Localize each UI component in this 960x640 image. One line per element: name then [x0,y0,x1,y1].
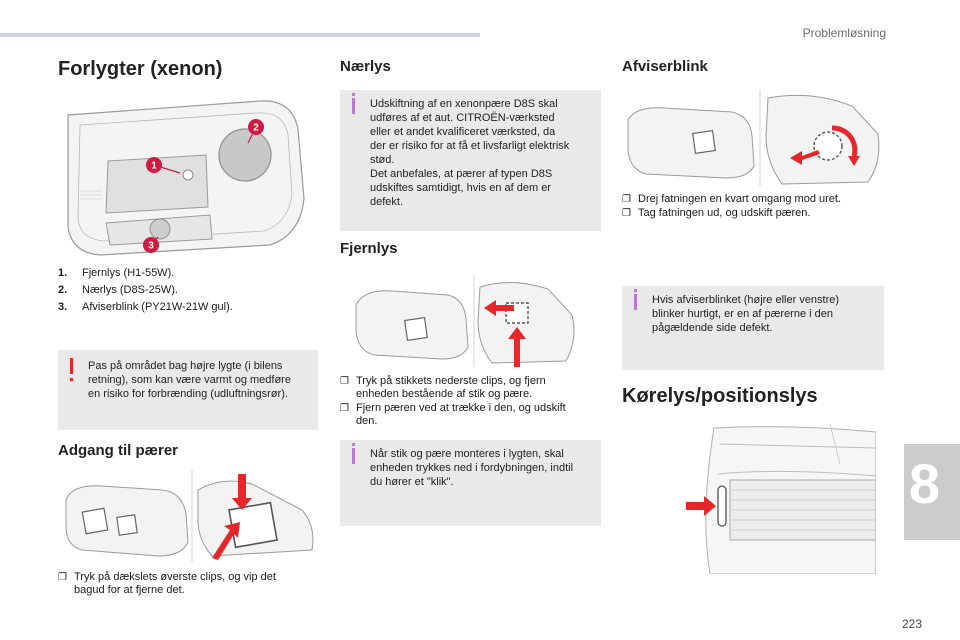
warning-line: en risiko for forbrænding (udluftningsrø… [88,388,288,400]
checkbox-bullet-icon: ❐ [622,208,631,219]
info-icon [352,443,355,464]
bulb-access-drawing [65,470,314,562]
note-line: pågældende side defekt. [652,322,773,334]
step-line: Tryk på stikkets nederste clips, og fjer… [356,375,546,387]
callout-3: 3 [148,241,154,252]
step-item: ❐ Tryk på stikkets nederste clips, og fj… [340,375,602,401]
note-line: enheden trykkes ned i fordybningen, indt… [370,462,574,474]
note-line: der er risiko for at få et livsfarligt e… [370,140,570,152]
note-line: udføres af et aut. CITROËN-værksted [370,112,555,124]
access-steps: ❐ Tryk på dækslets øverste clips, og vip… [58,571,318,598]
warning-icon [70,358,73,374]
warning-icon-dot [70,378,73,381]
step-item: ❐ Tag fatningen ud, og udskift pæren. [622,207,884,220]
chapter-number: 8 [908,452,940,515]
note-line: Når stik og pære monteres i lygten, skal [370,448,564,460]
header-bar [0,33,480,37]
step-line: enheden bestående af stik og pære. [356,388,533,400]
info-box-high-beam: Når stik og pære monteres i lygten, skal… [340,440,601,526]
checkbox-bullet-icon: ❐ [340,376,349,387]
callout-1: 1 [151,161,157,172]
note-line: blinker hurtigt, er en af pærerne i den [652,308,833,320]
title-high-beam: Fjernlys [340,240,398,257]
list-item-number: 2. [58,284,68,296]
list-item-text: Fjernlys (H1-55W). [82,267,175,279]
list-item: 2. Nærlys (D8S-25W). [58,282,318,299]
warning-box: Pas på området bag højre lygte (i bilens… [58,350,318,430]
note-line: stød. [370,154,395,166]
bulb-access-diagram [62,470,318,562]
chapter-tab [904,444,960,540]
title-bulb-access: Adgang til pærer [58,442,179,459]
high-beam-steps: ❐ Tryk på stikkets nederste clips, og fj… [340,375,602,429]
daytime-lights-drawing [686,424,876,574]
checkbox-bullet-icon: ❐ [340,403,349,414]
title-low-beam: Nærlys [340,58,391,75]
note-line: eller et andet kvalificeret værksted, da [370,126,556,138]
info-icon [352,93,355,114]
step-item: ❐ Tryk på dækslets øverste clips, og vip… [58,571,318,597]
step-item: ❐ Fjern pæren ved at trække i den, og ud… [340,402,602,428]
callout-2: 2 [253,123,259,134]
step-line: Fjern pæren ved at trække i den, og udsk… [356,402,566,414]
section-label: Problemløsning [802,26,886,40]
note-line: Hvis afviserblinket (højre eller venstre… [652,294,840,306]
title-xenon-headlamps: Forlygter (xenon) [58,58,223,80]
note-line: du hører et "klik". [370,476,454,488]
step-line: Drej fatningen en kvart omgang mod uret. [638,193,842,205]
high-beam-diagram [352,275,582,367]
note-line: defekt. [370,196,404,208]
daytime-lights-diagram [680,424,876,574]
checkbox-bullet-icon: ❐ [58,572,67,583]
headlamp-diagram: 1 2 3 [60,95,310,260]
step-line: bagud for at fjerne det. [74,584,185,596]
warning-line: retning), som kan være varmt og medføre [88,374,291,386]
title-indicator: Afviserblink [622,58,708,75]
bulb-list: 1. Fjernlys (H1-55W). 2. Nærlys (D8S-25W).… [58,265,318,316]
step-line: Tryk på dækslets øverste clips, og vip d… [74,571,276,583]
info-box-low-beam: Udskiftning af en xenonpære D8S skal udf… [340,90,601,231]
list-item-number: 1. [58,267,68,279]
step-line: Tag fatningen ud, og udskift pæren. [638,207,811,219]
list-item: 3. Afviserblink (PY21W-21W gul). [58,299,318,316]
title-daytime-lights: Kørelys/positionslys [622,385,818,407]
step-item: ❐ Drej fatningen en kvart omgang mod ure… [622,193,884,206]
info-box-indicator: Hvis afviserblinket (højre eller venstre… [622,286,884,370]
page-number: 223 [901,617,922,631]
list-item-text: Afviserblink (PY21W-21W gul). [82,301,233,313]
note-line: Udskiftning af en xenonpære D8S skal [370,98,558,110]
list-item-text: Nærlys (D8S-25W). [82,284,178,296]
note-line: udskiftes samtidigt, hvis en af dem er [370,182,551,194]
note-line: Det anbefales, at pærer af typen D8S [370,168,553,180]
indicator-drawing [627,90,880,186]
list-item: 1. Fjernlys (H1-55W). [58,265,318,282]
info-icon [634,289,637,310]
warning-line: Pas på området bag højre lygte (i bilens [88,360,283,372]
high-beam-drawing [355,275,575,367]
indicator-diagram [622,90,884,186]
list-item-number: 3. [58,301,68,313]
checkbox-bullet-icon: ❐ [622,194,631,205]
step-line: den. [356,415,378,427]
indicator-steps: ❐ Drej fatningen en kvart omgang mod ure… [622,193,884,221]
headlamp-drawing: 1 2 3 [67,100,305,256]
